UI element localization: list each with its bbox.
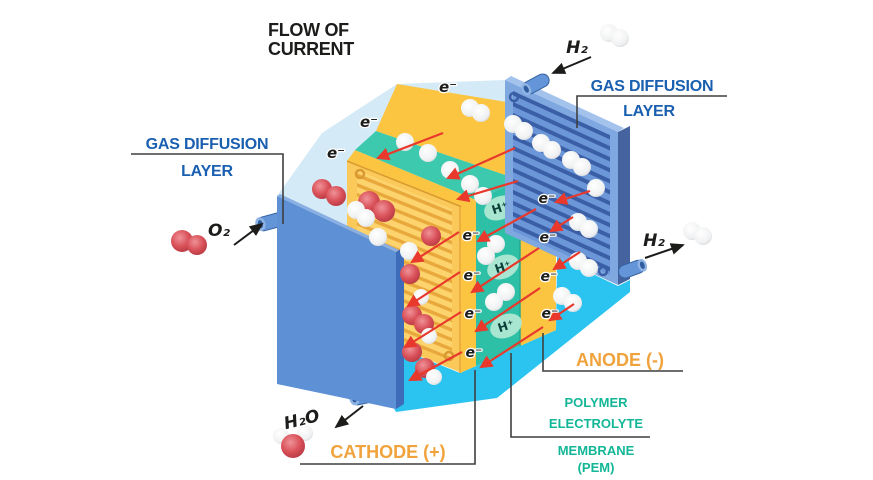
gdl-right-label-line1: GAS DIFFUSION xyxy=(591,78,714,95)
hydrogen-out-arrow xyxy=(644,243,685,259)
proton-label: H⁺ xyxy=(496,317,516,335)
electron-flow-arrows xyxy=(375,131,591,382)
channel-end-curl xyxy=(354,168,366,180)
title-line2: CURRENT xyxy=(268,39,354,59)
oxygen-molecules xyxy=(171,179,441,378)
electron-label: e⁻ xyxy=(465,306,482,322)
plate-top-bevel xyxy=(277,194,399,252)
cathode-electron-labels: e⁻ e⁻ e⁻ e⁻ xyxy=(461,227,483,363)
membrane-hydrogen-spheres xyxy=(474,187,515,311)
electron-label: e⁻ xyxy=(466,345,483,361)
proton-label: H⁺ xyxy=(493,258,513,276)
gdl-side-face xyxy=(618,126,630,285)
cathode-label: CATHODE (+) xyxy=(330,442,445,462)
anode-label: ANODE (-) xyxy=(576,350,664,370)
gdl-left-label-line1: GAS DIFFUSION xyxy=(146,136,269,153)
oxygen-in-label: O₂ xyxy=(208,221,230,241)
cathode-edge-face xyxy=(460,200,476,373)
cathode-top-band xyxy=(347,150,476,207)
hydrogen-out-label: H₂ xyxy=(643,231,665,251)
electron-label: e⁻ xyxy=(542,306,559,322)
gdl-right-label-line2: LAYER xyxy=(623,103,675,120)
plate-front-face xyxy=(277,196,396,409)
gdl-left-label-line2: LAYER xyxy=(181,163,233,180)
water-molecule xyxy=(273,425,313,458)
hydrogen-inlet-nozzle xyxy=(521,73,550,96)
diagram-labels: FLOW OF CURRENT GAS DIFFUSION LAYER GAS … xyxy=(146,20,714,475)
pem-label-line2: ELECTROLYTE xyxy=(549,416,643,431)
gas-diffusion-layer-left-plate xyxy=(277,194,404,409)
anode-electron-labels: e⁻ e⁻ e⁻ e⁻ xyxy=(537,190,559,324)
channel-end-curl xyxy=(508,91,520,103)
electron-label: e⁻ xyxy=(360,113,378,131)
electron-label: e⁻ xyxy=(463,228,480,244)
hydrogen-outlet-nozzle xyxy=(617,258,648,279)
water-out-arrow xyxy=(334,405,364,429)
electron-label: e⁻ xyxy=(541,269,558,285)
pem-label-line1: POLYMER xyxy=(564,395,628,410)
plate-side-face xyxy=(396,247,404,409)
electron-label: e⁻ xyxy=(540,230,557,246)
hydrogen-in-arrow xyxy=(551,56,592,74)
electron-label: e⁻ xyxy=(439,78,457,96)
leader-lines xyxy=(131,95,727,465)
electron-label: e⁻ xyxy=(464,268,481,284)
electron-label: e⁻ xyxy=(539,191,556,207)
proton-labels: H⁺ H⁺ H⁺ xyxy=(490,199,516,335)
proton-label: H⁺ xyxy=(490,199,510,217)
floating-electron-labels: e⁻ e⁻ e⁻ xyxy=(326,77,459,164)
pem-label-line4: (PEM) xyxy=(578,460,615,475)
oxygen-in-arrow xyxy=(233,222,264,246)
pem-label-line3: MEMBRANE xyxy=(558,443,635,458)
channel-end-curl xyxy=(597,265,609,277)
gas-flow-arrows xyxy=(233,56,685,429)
hydrogen-in-label: H₂ xyxy=(566,38,588,58)
title-line1: FLOW OF xyxy=(268,20,349,40)
electron-label: e⁻ xyxy=(327,144,345,162)
